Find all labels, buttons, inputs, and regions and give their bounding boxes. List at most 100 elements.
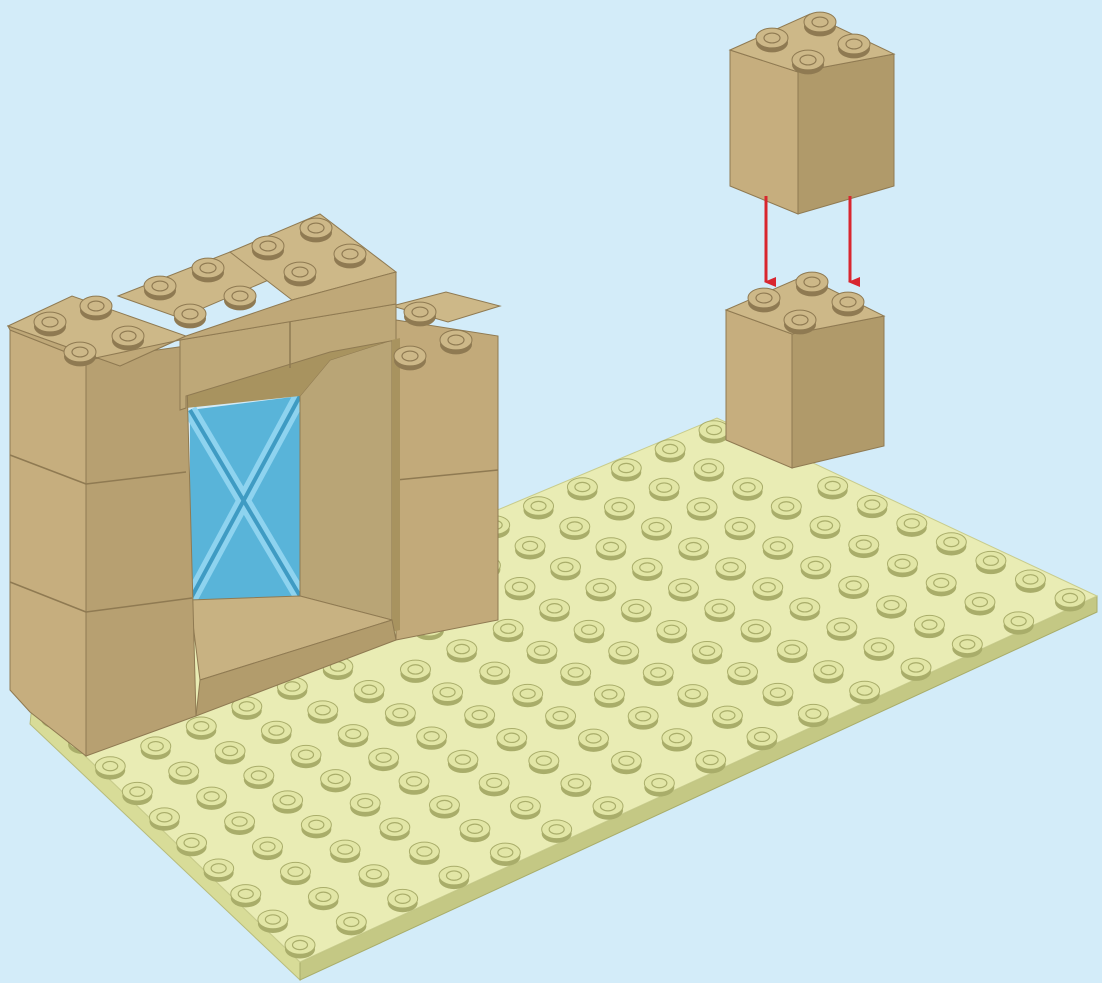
baseplate-stud	[711, 705, 743, 729]
baseplate-stud	[509, 796, 541, 820]
baseplate-stud	[176, 832, 208, 857]
wall-stud	[403, 301, 437, 327]
baseplate-stud	[307, 700, 339, 724]
baseplate-stud	[257, 909, 289, 933]
brick-seam	[395, 469, 499, 481]
falling-brick-stud	[755, 27, 789, 53]
baseplate-stud	[592, 796, 624, 820]
falling-brick-right-face	[797, 53, 895, 215]
baseplate-stud	[776, 639, 808, 664]
wall-stud	[439, 329, 473, 355]
baseplate-stud	[438, 865, 470, 890]
baseplate-stud	[752, 577, 784, 601]
baseplate-stud	[740, 619, 772, 643]
baseplate-stud	[214, 741, 246, 765]
falling-brick-studs	[755, 11, 871, 75]
baseplate-stud	[656, 620, 688, 644]
baseplate-stud	[848, 534, 880, 559]
baseplate-stud	[704, 598, 736, 623]
baseplate-stud	[478, 773, 510, 797]
baseplate-stud	[677, 684, 709, 708]
baseplate-stud	[800, 556, 832, 580]
wall-bottom-front	[195, 619, 397, 717]
placed-brick-studs	[747, 271, 865, 335]
baseplate-stud	[492, 618, 524, 643]
baseplate-stud	[838, 575, 870, 600]
baseplate-stud	[335, 912, 367, 936]
baseplate-stud	[526, 640, 558, 665]
placed-brick-left-face	[725, 309, 793, 469]
baseplate-stud	[693, 458, 725, 482]
baseplate-stud	[512, 683, 544, 708]
baseplate-stud	[196, 786, 228, 810]
baseplate-stud	[231, 696, 263, 720]
baseplate-stud	[762, 536, 794, 560]
window-pane	[183, 392, 307, 604]
baseplate-stud	[320, 769, 352, 793]
baseplate-stud	[528, 750, 560, 775]
baseplate-stud	[724, 516, 756, 541]
baseplate-stud	[797, 703, 829, 728]
baseplate-stud	[428, 795, 460, 819]
baseplate-stud	[94, 756, 126, 780]
baseplate-stud	[432, 682, 464, 706]
baseplate-stud	[559, 516, 591, 541]
window-frame-inner-right	[299, 339, 393, 621]
baseplate-stud	[353, 679, 385, 704]
baseplate-stud	[661, 728, 693, 752]
baseplate-stud	[399, 659, 431, 683]
baseplate-stud	[447, 749, 479, 774]
baseplate-stud	[595, 537, 627, 561]
placed-brick-stud	[783, 309, 817, 335]
baseplate-stud	[307, 886, 339, 911]
placed-brick-stud	[747, 287, 781, 313]
wall-stud	[33, 311, 67, 337]
baseplate-stud	[496, 728, 528, 752]
baseplate-stud	[913, 614, 945, 639]
baseplate-stud	[416, 726, 448, 750]
baseplate-stud	[573, 619, 605, 644]
baseplate-stud	[698, 420, 730, 444]
baseplate-stud	[1003, 611, 1035, 635]
falling-brick-stud	[837, 33, 871, 59]
baseplate-stud	[585, 578, 617, 602]
baseplate-stud	[925, 573, 957, 597]
baseplate-stud	[384, 703, 416, 727]
baseplate-stud	[577, 728, 609, 752]
wall-stud	[283, 261, 317, 287]
placed-brick-right-face	[791, 315, 885, 469]
baseplate-stud	[539, 598, 571, 622]
wall-stud	[79, 295, 113, 321]
baseplate-stud	[849, 680, 881, 705]
baseplate-stud	[610, 458, 642, 482]
baseplate-stud	[514, 536, 546, 560]
baseplate-stud	[686, 497, 718, 521]
baseplate-stud	[408, 841, 440, 865]
baseplate-stud	[279, 861, 311, 886]
baseplate-stud	[1014, 569, 1046, 593]
baseplate-stud	[168, 761, 200, 785]
baseplate-stud	[368, 747, 400, 772]
baseplate-stud	[643, 773, 675, 797]
baseplate-stud	[398, 771, 430, 795]
baseplate-stud	[641, 517, 673, 541]
window-frame-header-inner	[186, 340, 392, 408]
placed-brick-top-face	[724, 275, 886, 335]
baseplate-stud	[620, 599, 652, 623]
baseplate-stud	[691, 640, 723, 665]
baseplate-stud	[876, 595, 908, 619]
baseplate-stud	[479, 661, 511, 685]
baseplate-stud	[812, 660, 844, 684]
falling-brick-left-face	[729, 49, 799, 215]
baseplate-stud	[727, 661, 759, 686]
baseplate-stud	[789, 597, 821, 621]
placed-brick-stud	[795, 271, 829, 297]
baseplate-stud	[593, 684, 625, 708]
falling-brick-stud	[791, 49, 825, 75]
baseplate-stud	[549, 557, 581, 581]
wall-stud	[143, 275, 177, 301]
falling-brick-stud	[803, 11, 837, 37]
wall-stud	[63, 341, 97, 367]
wall-stud	[393, 345, 427, 371]
